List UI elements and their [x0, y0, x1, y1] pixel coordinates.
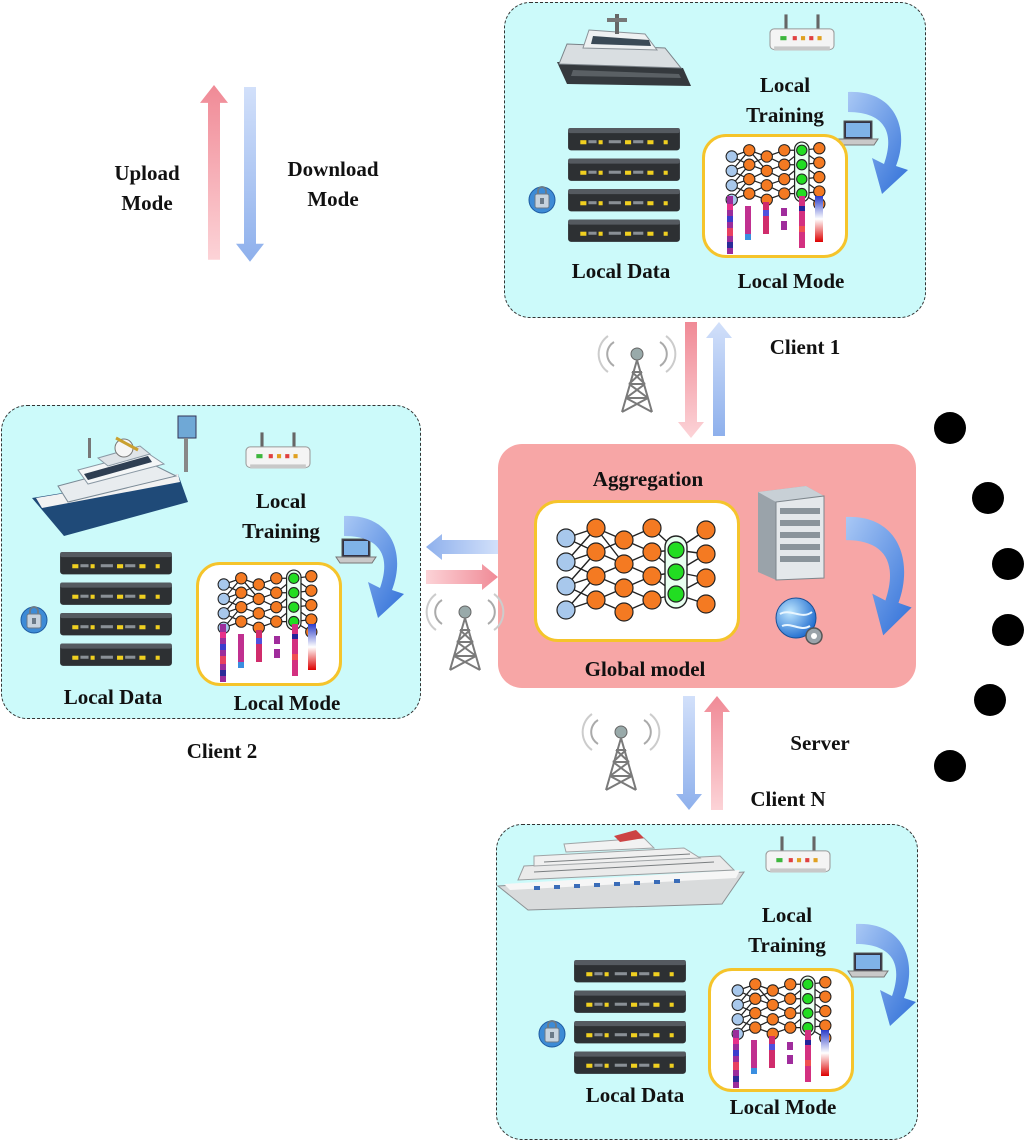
ellipsis-dot [972, 482, 1004, 514]
rotate-arrow-icon [846, 516, 912, 636]
heatmap-icon [727, 196, 823, 254]
router-icon [765, 835, 831, 874]
server-rack-icon [568, 128, 680, 250]
upload-arrow-icon [200, 85, 228, 260]
ellipsis-dots [934, 412, 1024, 782]
local-model-label: Local Mode [729, 1095, 837, 1119]
cell-tower-icon [597, 335, 677, 413]
heatmap-icon [733, 1030, 829, 1088]
ellipsis-dot [934, 412, 966, 444]
cruise-ship-icon [496, 830, 745, 911]
client-1-label: Client 1 [769, 335, 841, 359]
cell-tower-icon [425, 593, 505, 671]
upload-mode-label: Upload Mode [114, 161, 180, 215]
local-data-label: Local Data [571, 259, 671, 283]
download-arrow-icon [426, 534, 498, 560]
database-lock-icon [528, 186, 556, 214]
local-data-label: Local Data [585, 1083, 685, 1107]
cell-tower-icon [581, 713, 661, 791]
upload-arrow-icon [678, 322, 704, 438]
ellipsis-dot [992, 548, 1024, 580]
local-training-label: Local Training [748, 903, 826, 957]
upload-arrow-icon [426, 564, 498, 590]
research-vessel-icon [32, 415, 197, 536]
router-icon [769, 13, 835, 52]
local-training-label: Local Training [242, 489, 320, 543]
local-model-label: Local Mode [737, 269, 845, 293]
heatmap-icon [220, 624, 316, 682]
catamaran-ship-icon [557, 14, 691, 86]
client-2-label: Client 2 [186, 739, 258, 763]
download-arrow-icon [706, 322, 732, 436]
server-label: Server [790, 731, 850, 755]
local-training-label: Local Training [746, 73, 824, 127]
ellipsis-dot [974, 684, 1006, 716]
download-arrow-icon [236, 87, 264, 262]
server-rack-icon [574, 960, 686, 1082]
upload-arrow-icon [704, 696, 730, 810]
ellipsis-dot [992, 614, 1024, 646]
global-neural-network-icon [556, 518, 716, 622]
rotate-arrow-icon [856, 923, 916, 1026]
globe-gear-icon [775, 597, 823, 645]
ellipsis-dot [934, 750, 966, 782]
router-icon [245, 431, 311, 470]
rotate-arrow-icon [344, 515, 404, 618]
global-model-label: Global model [584, 657, 706, 681]
server-tower-icon [758, 486, 825, 581]
local-model-label: Local Mode [233, 691, 341, 715]
aggregation-label: Aggregation [592, 467, 704, 491]
database-lock-icon [538, 1020, 566, 1048]
server-rack-icon [60, 552, 172, 674]
download-arrow-icon [676, 696, 702, 810]
client-n-label: Client N [750, 787, 826, 811]
download-mode-label: Download Mode [287, 157, 379, 211]
rotate-arrow-icon [848, 91, 908, 194]
database-lock-icon [20, 606, 48, 634]
local-data-label: Local Data [63, 685, 163, 709]
